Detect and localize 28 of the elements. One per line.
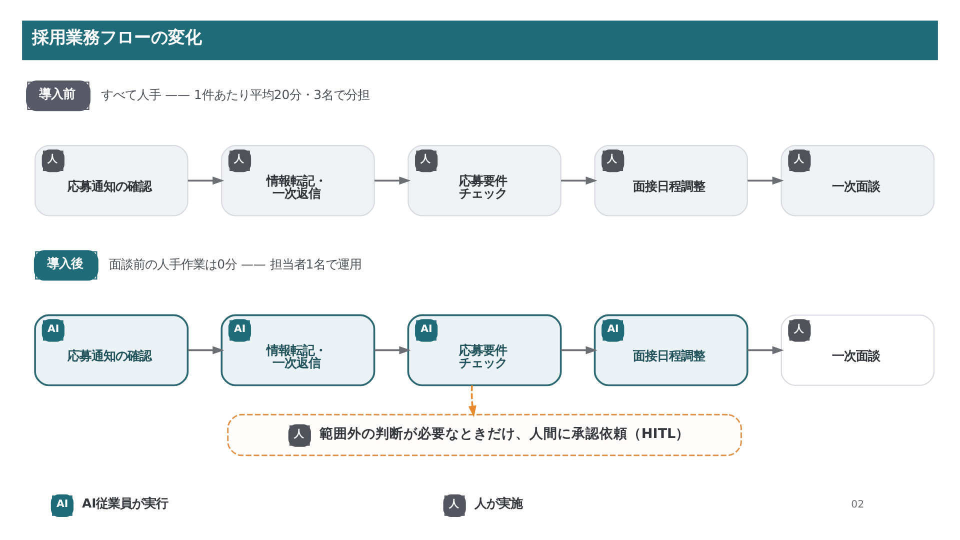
node-box: AI 情報転記・一次返信: [220, 314, 376, 386]
arrow: [561, 346, 598, 354]
legend-label: 人が実施: [474, 495, 522, 510]
arrow: [748, 176, 784, 184]
arrow: [561, 176, 598, 184]
legend-label: AI従業員が実行: [82, 495, 168, 510]
node-box: AI 応募要件チェック: [407, 314, 562, 386]
arrow: [188, 346, 224, 354]
node-box: 人 一次面談: [780, 314, 935, 386]
label: AI: [56, 498, 68, 510]
arrow: [374, 346, 411, 354]
node-box: 人 範囲外の判断が必要なときだけ、人間に承認依頼（HITL）: [227, 413, 742, 456]
node-box: AI 応募通知の確認: [34, 314, 189, 386]
node-box: 人 一次面談: [780, 144, 935, 216]
label: 02: [851, 499, 864, 510]
node-label: すべて人手 —— 1件あたり平均20分・3名で分担: [101, 86, 370, 102]
node-box: 人 面接日程調整: [594, 144, 748, 216]
node-box: 人 応募通知の確認: [34, 144, 188, 216]
node-box: 人 情報転記・一次返信: [221, 144, 375, 216]
arrow: [748, 346, 784, 354]
label: 人: [448, 498, 459, 510]
arrow: [468, 384, 476, 417]
arrow: [188, 176, 224, 184]
diagram-title: 採用業務フローの変化: [32, 26, 202, 47]
node-box: 人 応募要件チェック: [408, 144, 562, 216]
node-label: 面談前の人手作業は0分 —— 担当者1名で運用: [109, 256, 362, 272]
node-box: AI 面接日程調整: [594, 314, 748, 386]
arrow: [374, 176, 411, 184]
